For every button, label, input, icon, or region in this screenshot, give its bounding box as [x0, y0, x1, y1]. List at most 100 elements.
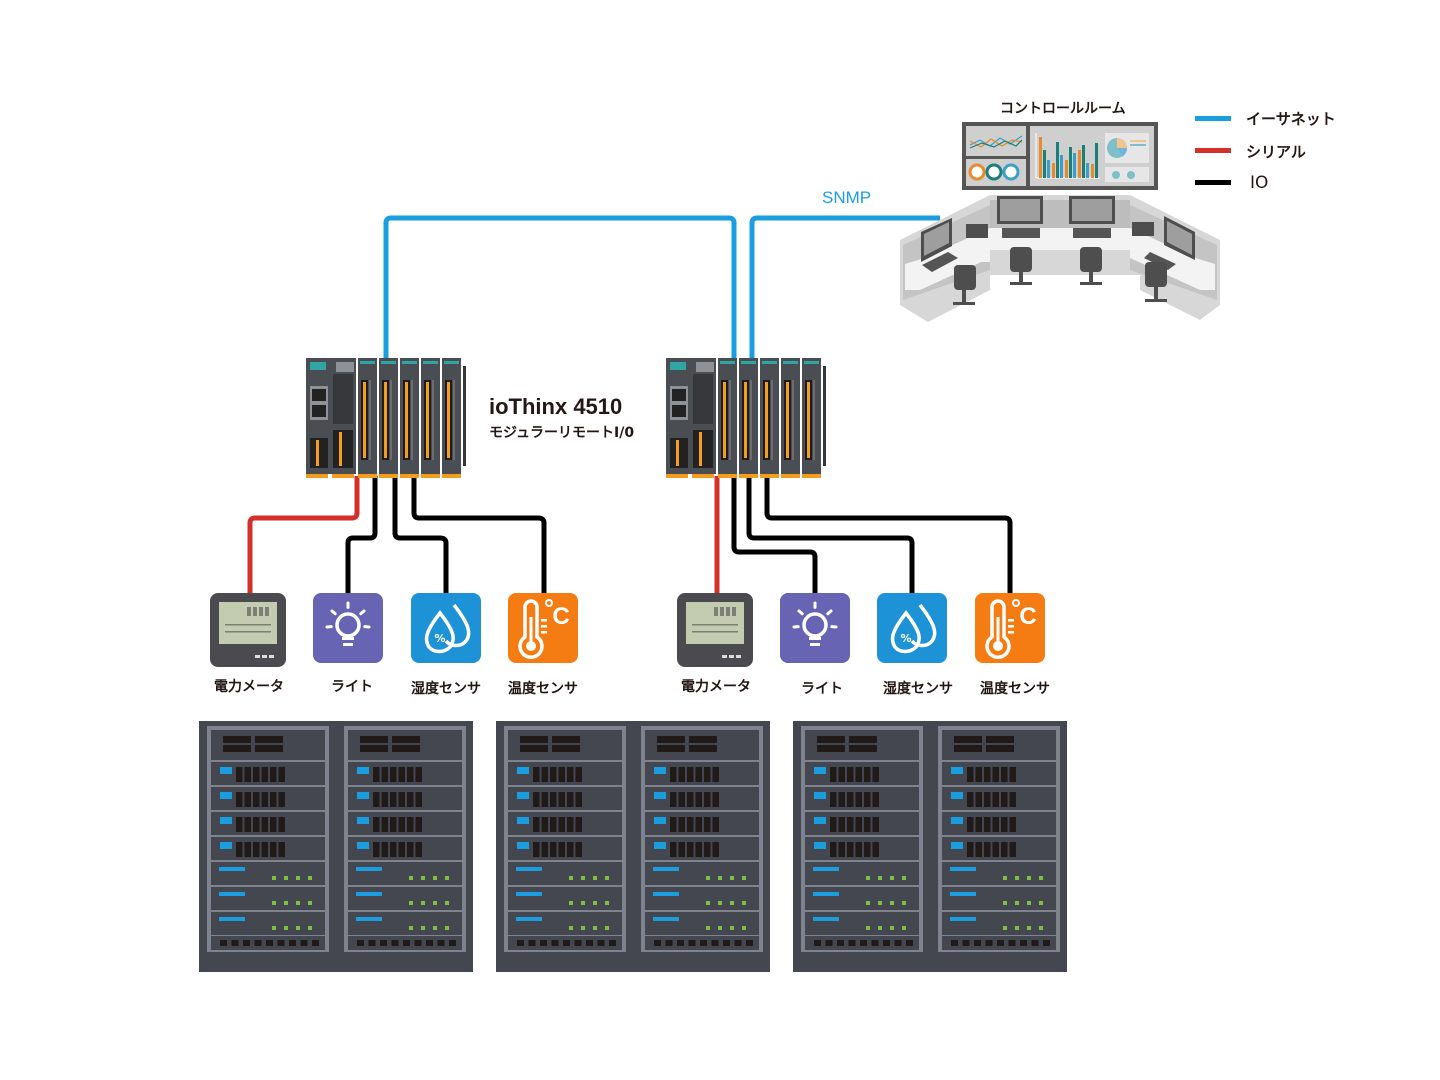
network-unit — [508, 887, 622, 910]
status-light — [220, 792, 232, 799]
status-light — [951, 767, 963, 774]
device-label-temperature-sensor: 温度センサ — [980, 681, 1050, 697]
product-name: ioThinx 4510 — [489, 394, 623, 419]
status-light — [654, 817, 666, 824]
io-module — [379, 358, 398, 478]
led — [706, 926, 710, 930]
control-room-illustration — [900, 122, 1220, 322]
server-unit — [805, 787, 919, 810]
rack-cabinet — [938, 726, 1060, 952]
device-label-power-meter: 電力メータ — [681, 679, 751, 695]
power-meter-device — [210, 593, 286, 667]
led — [878, 876, 882, 880]
led — [1039, 926, 1043, 930]
led — [742, 901, 746, 905]
led — [433, 901, 437, 905]
network-unit — [942, 887, 1056, 910]
led — [1039, 901, 1043, 905]
io-wire — [731, 476, 818, 595]
status-light — [357, 767, 369, 774]
led — [890, 901, 894, 905]
terminal-block — [693, 430, 713, 468]
serial-wire — [247, 476, 360, 595]
status-light — [654, 842, 666, 849]
server-unit — [942, 762, 1056, 785]
network-unit — [645, 887, 759, 910]
led — [866, 901, 870, 905]
io-module — [358, 358, 377, 478]
status-light — [220, 842, 232, 849]
temperature-sensor-device: C — [975, 593, 1045, 663]
status-light — [814, 767, 826, 774]
rack-cabinet — [207, 726, 329, 952]
device-label-humidity-sensor: 湿度センサ — [411, 681, 481, 697]
network-unit — [348, 912, 462, 935]
network-unit — [508, 912, 622, 935]
led — [1015, 901, 1019, 905]
status-light — [654, 767, 666, 774]
network-unit — [645, 912, 759, 935]
led — [605, 901, 609, 905]
server-unit — [645, 787, 759, 810]
wall-display — [962, 122, 1158, 190]
led — [1003, 876, 1007, 880]
network-unit — [805, 862, 919, 885]
server-rack — [793, 721, 1067, 972]
network-unit — [645, 862, 759, 885]
brand-badge — [670, 362, 686, 370]
io-wire — [746, 476, 915, 595]
server-unit — [211, 762, 325, 785]
display-pie-chart — [1105, 133, 1149, 182]
led — [308, 926, 312, 930]
status-light — [517, 767, 529, 774]
server-unit — [645, 762, 759, 785]
led — [593, 901, 597, 905]
led — [272, 876, 276, 880]
legend-label-serial: シリアル — [1246, 143, 1306, 161]
network-unit — [805, 887, 919, 910]
iothinx-4510-unit — [666, 358, 826, 478]
led — [718, 876, 722, 880]
status-light — [951, 792, 963, 799]
network-unit — [508, 862, 622, 885]
device-label-light: ライト — [331, 679, 373, 695]
led — [296, 901, 300, 905]
led — [718, 926, 722, 930]
led — [433, 876, 437, 880]
led — [902, 901, 906, 905]
io-module — [802, 358, 821, 478]
status-light — [357, 792, 369, 799]
led — [581, 876, 585, 880]
device-label-humidity-sensor: 湿度センサ — [883, 681, 953, 697]
temperature-sensor-device: C — [508, 593, 578, 663]
led — [569, 901, 573, 905]
display-bar-chart — [1035, 133, 1100, 179]
led — [605, 926, 609, 930]
status-light — [814, 842, 826, 849]
server-rack — [199, 721, 473, 972]
network-unit — [805, 912, 919, 935]
legend-label-ethernet: イーサネット — [1246, 110, 1336, 128]
status-light — [814, 792, 826, 799]
server-unit — [942, 787, 1056, 810]
led — [1027, 901, 1031, 905]
led — [1015, 876, 1019, 880]
status-light — [951, 817, 963, 824]
io-wire — [411, 476, 547, 595]
server-unit — [805, 812, 919, 835]
server-rack — [496, 721, 770, 972]
server-racks — [199, 721, 1067, 972]
chair — [1080, 247, 1102, 272]
io-module — [421, 358, 440, 478]
led — [284, 901, 288, 905]
humidity-drops-icon — [411, 593, 481, 663]
server-unit — [211, 787, 325, 810]
server-unit — [645, 837, 759, 860]
status-light — [951, 842, 963, 849]
server-unit — [508, 787, 622, 810]
io-module — [400, 358, 419, 478]
led — [581, 926, 585, 930]
led — [433, 926, 437, 930]
led — [730, 901, 734, 905]
